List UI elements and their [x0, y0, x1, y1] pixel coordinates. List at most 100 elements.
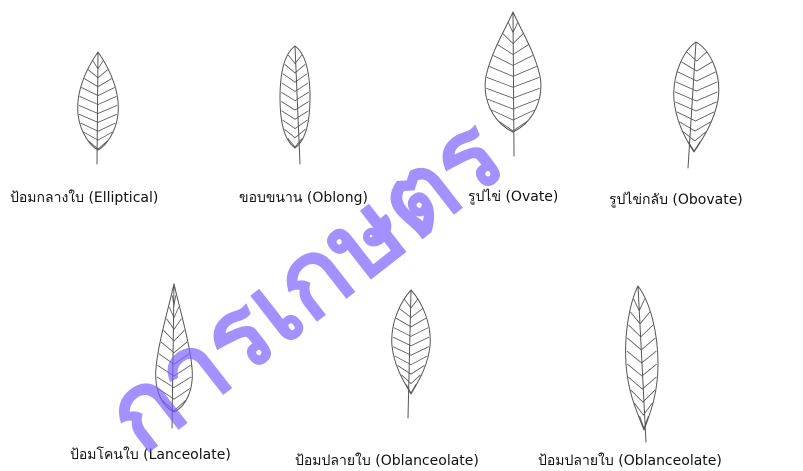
leaf-vein: [411, 385, 416, 394]
leaf-vein: [411, 337, 429, 346]
leaf-vein: [394, 328, 411, 337]
leaf-vein: [282, 92, 295, 100]
leaf-vein: [174, 354, 189, 364]
leaf-vein: [98, 97, 116, 105]
caption-elliptical: ป้อมกลางใบ (Elliptical): [10, 190, 158, 206]
leaf-vein: [295, 65, 305, 73]
leaf-vein: [98, 114, 117, 122]
leaf-vein: [288, 139, 295, 147]
leaf-vein: [697, 52, 707, 61]
caption-ovate: รูปไข่ (Ovate): [468, 189, 558, 205]
leaf-vein: [629, 377, 643, 389]
leaf-vein: [98, 70, 108, 78]
leaf-vein: [411, 309, 422, 318]
leaf-vein: [174, 365, 190, 375]
leaf-vein: [411, 328, 428, 337]
leaf-vein: [513, 45, 528, 55]
leaf-vein: [395, 356, 411, 365]
leaf-vein: [157, 377, 174, 387]
leaf-vein: [285, 65, 295, 73]
leaf-vein: [642, 351, 657, 363]
leaf-vein: [79, 105, 98, 113]
leaf-vein: [98, 132, 112, 140]
leaf-vein: [411, 318, 426, 327]
caption-oblong: ขอบขนาน (Oblong): [239, 190, 368, 206]
leaf-vein: [487, 77, 513, 87]
leaf-vein: [174, 400, 186, 410]
leaf-vein: [174, 307, 179, 317]
leaf-vein: [405, 299, 411, 308]
leaf-vein: [640, 416, 644, 428]
leaf-vein: [98, 88, 114, 96]
leaf-vein: [697, 82, 717, 91]
caption-obovate: รูปไข่กลับ (Obovate): [609, 192, 743, 208]
leaf-vein: [82, 88, 98, 96]
leaf-vein: [676, 102, 696, 111]
leaf-vein: [503, 34, 513, 44]
leaf-vein: [513, 88, 539, 98]
leaf-vein: [161, 342, 174, 352]
caption-oblanceolate-1: ป้อมปลายใบ (Oblanceolate): [295, 453, 479, 469]
leaf-vein: [697, 72, 716, 81]
leaf-vein: [411, 299, 417, 308]
leaf-vein: [513, 34, 523, 44]
leaf-vein: [288, 55, 295, 63]
leaf-vein: [282, 111, 295, 119]
leaf-vein: [295, 111, 308, 119]
oblanceolate-leaf-illustration-2: [618, 284, 666, 444]
leaf-vein: [696, 92, 717, 101]
leaf-vein: [396, 318, 411, 327]
leaf-vein: [295, 120, 307, 128]
leaf-vein: [513, 121, 527, 131]
leaf-vein: [627, 338, 641, 350]
leaf-vein: [629, 325, 641, 337]
leaf-vein: [98, 105, 117, 113]
leaf-vein: [400, 309, 411, 318]
leaf-vein: [393, 337, 411, 346]
leaf-vein: [488, 99, 513, 109]
leaf-vein: [93, 61, 98, 69]
leaf-vein: [98, 79, 111, 87]
leaf-vein: [174, 331, 184, 341]
leaf-vein: [627, 364, 642, 376]
oblong-leaf-illustration: [276, 44, 314, 166]
leaf-vein: [295, 139, 302, 147]
leaf-vein: [167, 319, 174, 329]
leaf-vein: [487, 88, 513, 98]
leaf-vein: [494, 56, 513, 66]
leaf-vein: [88, 70, 98, 78]
leaf-vein: [174, 319, 181, 329]
leaf-vein: [492, 110, 513, 120]
leaf-vein: [642, 364, 657, 376]
leaf-vein: [694, 142, 700, 151]
leaf-vein: [509, 23, 513, 33]
leaf-vein: [174, 377, 191, 387]
elliptical-leaf-illustration: [72, 50, 124, 166]
leaf-vein: [98, 123, 115, 131]
leaf-vein: [84, 132, 98, 140]
leaf-vein: [513, 67, 536, 77]
leaf-vein: [282, 102, 295, 110]
leaf-vein: [499, 121, 513, 131]
oblanceolate-leaf-illustration-1: [386, 288, 436, 422]
leaf-vein: [411, 347, 429, 356]
leaf-vein: [411, 356, 427, 365]
leaf-vein: [81, 123, 98, 131]
leaf-vein: [631, 312, 641, 324]
leaf-vein: [158, 365, 174, 375]
leaf-vein: [642, 377, 656, 389]
leaf-vein: [80, 97, 98, 105]
leaf-vein: [695, 112, 713, 121]
leaf-vein: [513, 110, 534, 120]
leaf-vein: [164, 331, 174, 341]
leaf-vein: [89, 141, 98, 149]
leaf-vein: [697, 62, 712, 71]
leaf-vein: [696, 102, 716, 111]
leaf-vein: [677, 112, 695, 121]
leaf-vein: [639, 299, 644, 311]
leaf-vein: [641, 325, 653, 337]
caption-oblanceolate-2: ป้อมปลายใบ (Oblanceolate): [538, 453, 722, 469]
ovate-leaf-illustration: [482, 10, 544, 158]
obovate-leaf-illustration: [666, 40, 728, 170]
